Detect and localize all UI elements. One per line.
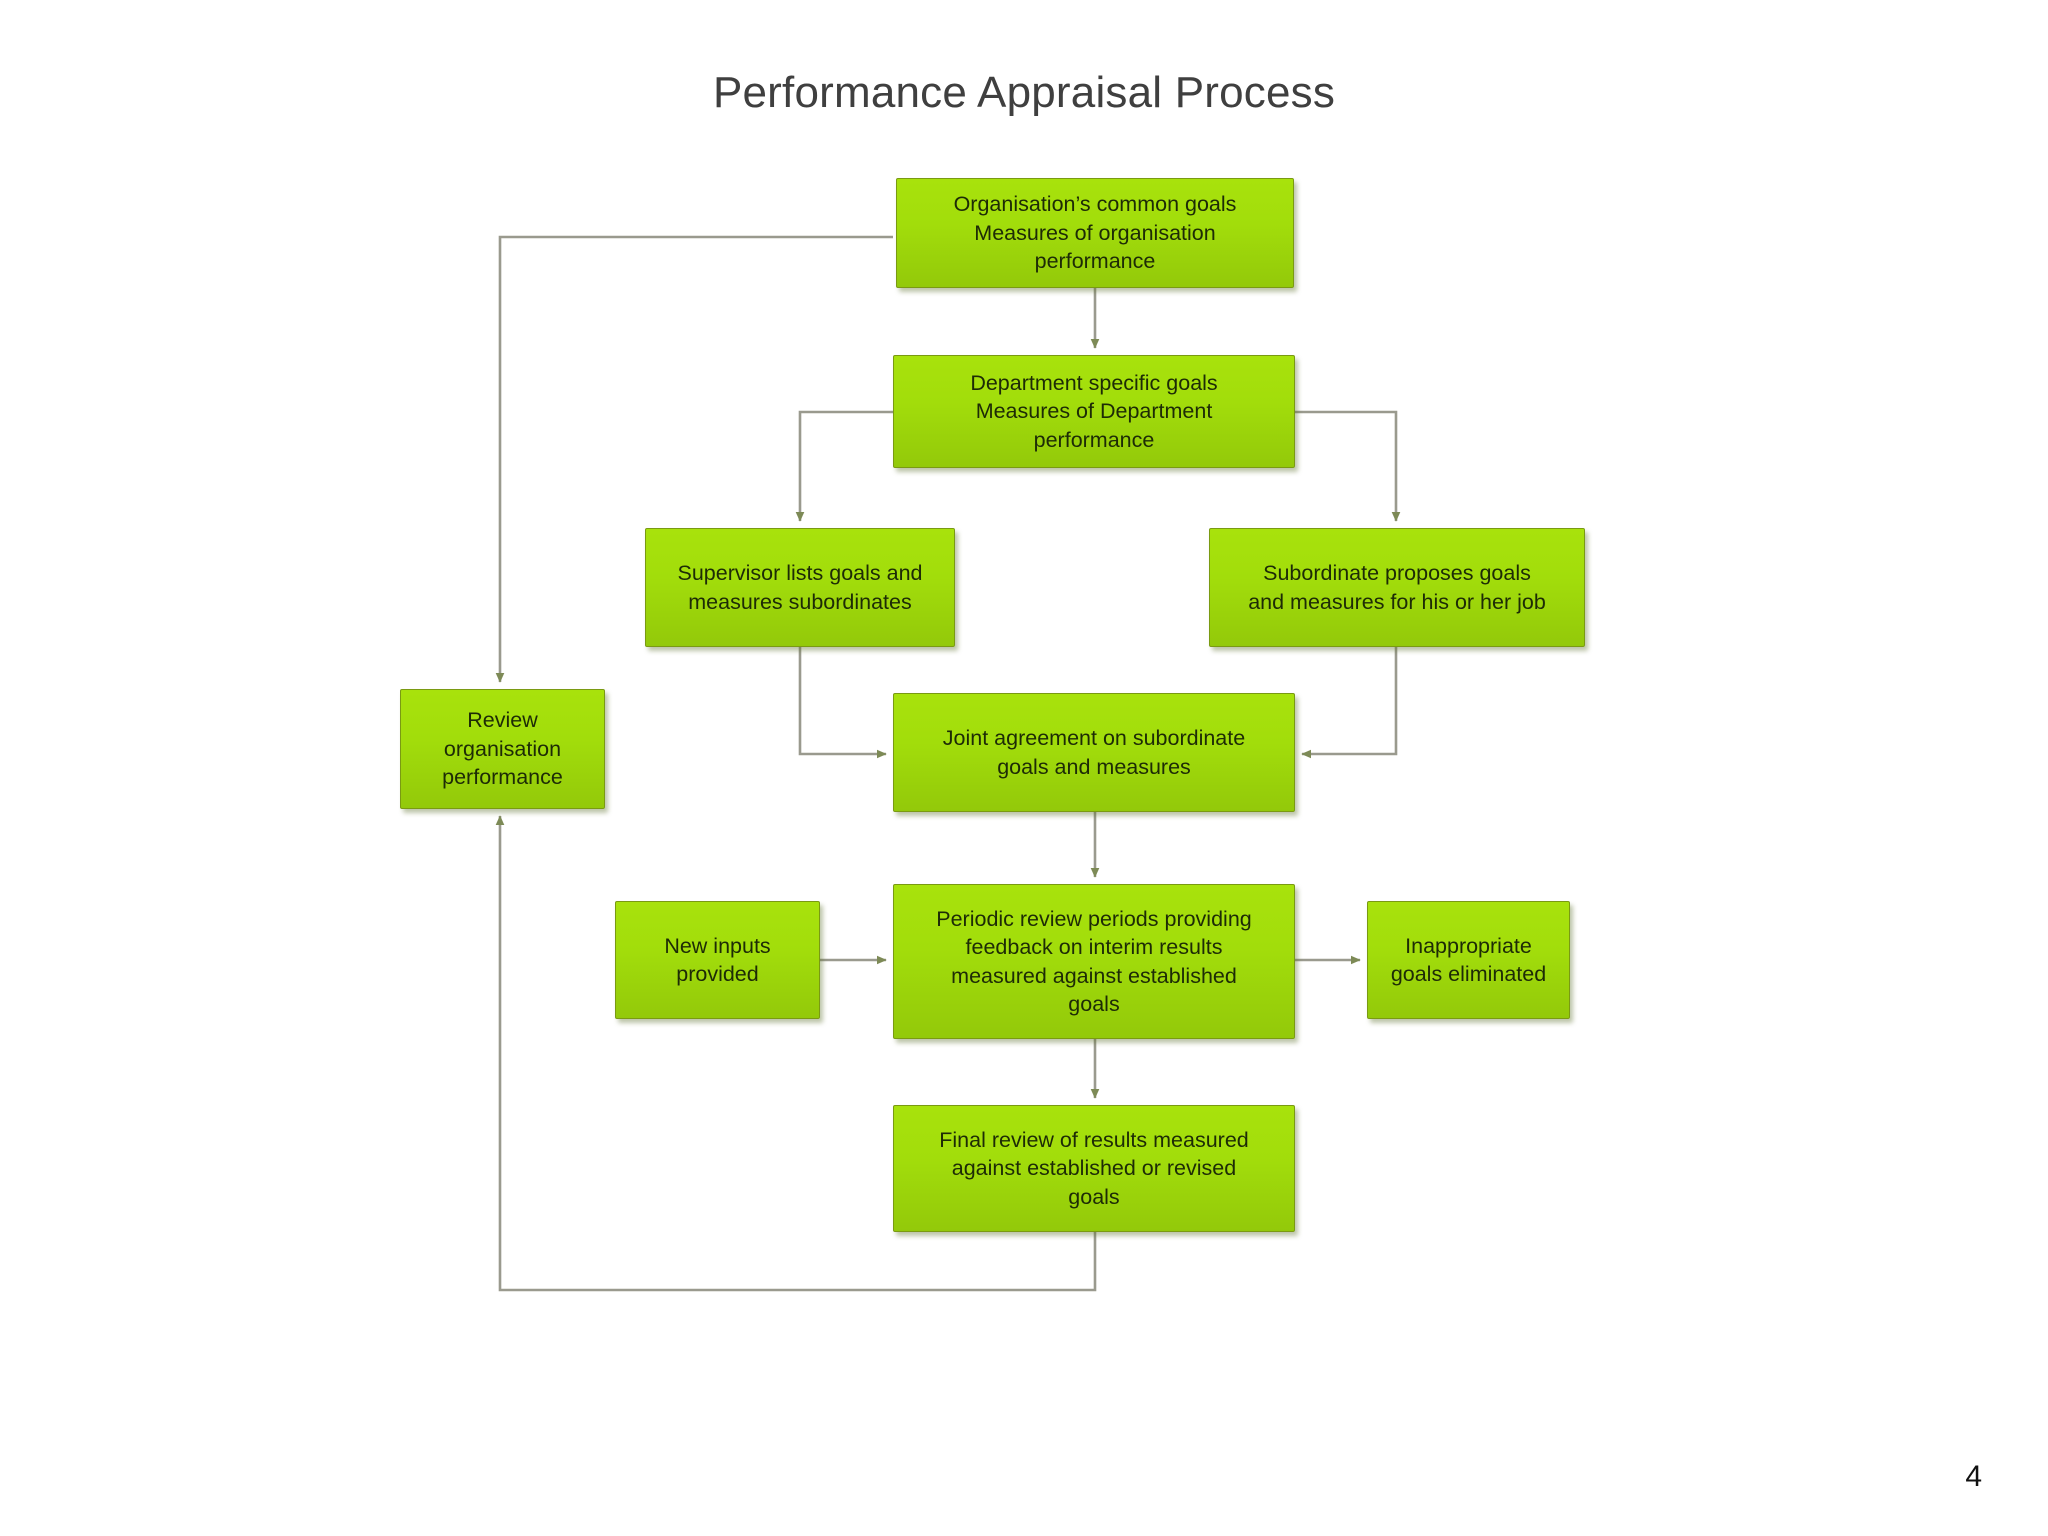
node-line: Measures of Department [975,399,1213,424]
edge-final-review-to-review-organisation [495,815,1097,1292]
node-subordinate-proposes-goals[interactable]: Subordinate proposes goals and measures … [1209,528,1585,647]
node-new-inputs-provided[interactable]: New inputs provided [615,901,820,1019]
node-line: feedback on interim results [965,935,1223,960]
node-line: Joint agreement on subordinate [942,726,1246,751]
node-final-review-of-results[interactable]: Final review of results measured against… [893,1105,1295,1232]
node-line: New inputs [664,933,771,958]
node-organisation-goals[interactable]: Organisation’s common goals Measures of … [896,178,1294,288]
node-line: Inappropriate [1405,933,1532,958]
node-periodic-review-periods[interactable]: Periodic review periods providing feedba… [893,884,1295,1039]
node-line: Supervisor lists goals and [677,561,923,586]
node-line: goals [1068,991,1120,1016]
node-line: Measures of organisation [974,220,1216,245]
node-line: Organisation’s common goals [953,192,1237,217]
node-line: Department specific goals [970,370,1218,395]
node-inappropriate-goals-eliminated[interactable]: Inappropriate goals eliminated [1367,901,1570,1019]
node-line: organisation [443,736,562,761]
node-line: provided [676,962,759,986]
node-line: performance [442,765,563,790]
node-line: performance [1034,249,1156,274]
node-department-goals[interactable]: Department specific goals Measures of De… [893,355,1295,468]
page-title: Performance Appraisal Process [712,68,1336,117]
node-joint-agreement[interactable]: Joint agreement on subordinate goals and… [893,693,1295,812]
node-line: Review [467,708,538,733]
node-line: goals eliminated [1390,962,1547,986]
node-line: performance [1033,427,1155,452]
edge-department-goals-to-subordinate [1295,410,1401,522]
node-line: against established or revised [951,1156,1237,1181]
node-line: measured against established [951,963,1237,988]
node-line: measures subordinates [688,589,912,614]
node-line: goals and measures [997,754,1191,779]
node-line: Final review of results measured [939,1127,1249,1152]
node-line: Periodic review periods providing [936,906,1252,931]
page-number: 4 [1965,1460,1982,1493]
edge-supervisor-to-joint-agreement [798,647,887,759]
node-line: and measures for his or her job [1248,589,1546,614]
node-line: Subordinate proposes goals [1263,561,1531,586]
edge-department-goals-to-supervisor [795,410,893,522]
edge-org-goals-to-review-organisation [495,235,893,683]
node-review-organisation-performance[interactable]: Review organisation performance [400,689,605,809]
node-line: goals [1068,1184,1120,1209]
node-supervisor-lists-goals[interactable]: Supervisor lists goals and measures subo… [645,528,955,647]
edge-subordinate-to-joint-agreement [1301,647,1398,759]
